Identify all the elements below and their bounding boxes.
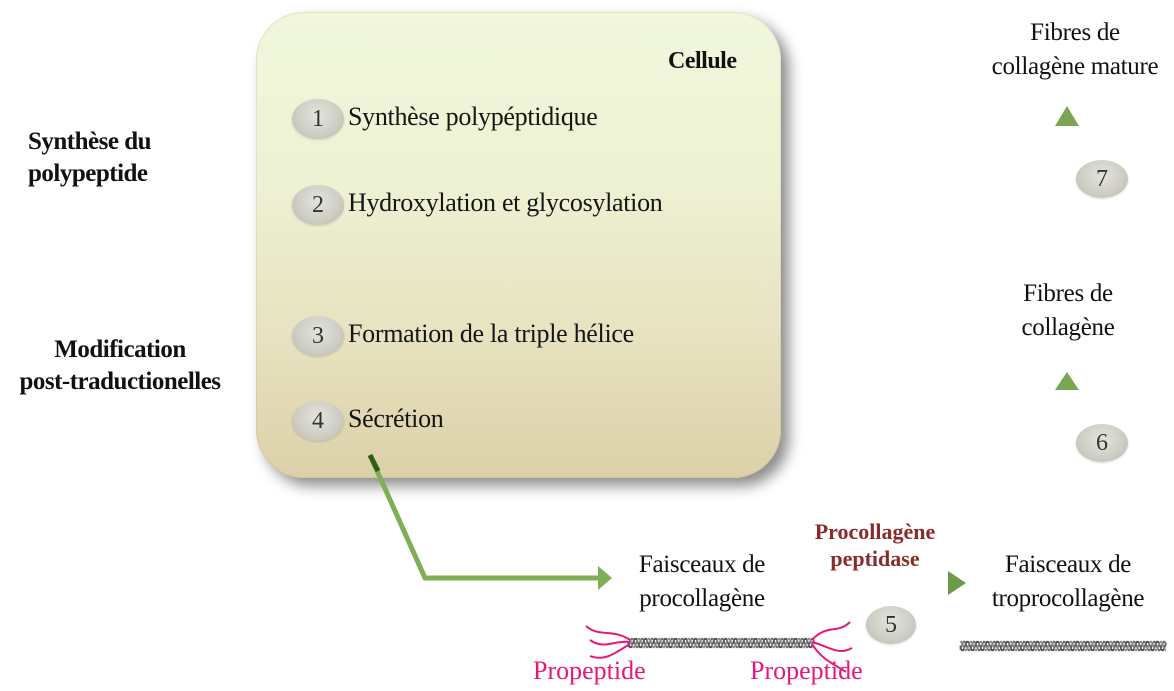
tropocollagen-label-line-2: troprocollagène xyxy=(991,585,1145,612)
step-2-text: Hydroxylation et glycosylation xyxy=(348,188,663,217)
step-1-text: Synthèse polypéptidique xyxy=(348,102,598,131)
procollagen-propeptide-right xyxy=(811,621,853,673)
mature-fibers-label-line-1: Fibres de xyxy=(1030,19,1120,46)
cell-box xyxy=(256,12,781,478)
procollagen-propeptide-left xyxy=(585,625,631,659)
enzyme-label-line-1: Procollagène xyxy=(814,519,936,544)
step-4-text: Sécrétion xyxy=(348,404,444,433)
cell-label: Cellule xyxy=(668,48,737,74)
procollagen-label-line-2: procollagène xyxy=(639,585,765,612)
modification-label-line-2: post-traductionelles xyxy=(19,368,221,395)
mature-fibers-label-line-2: collagène mature xyxy=(991,53,1159,80)
modification-label-line-1: Modification xyxy=(54,336,186,363)
tropocollagen-label: Faisceaux de troprocollagène xyxy=(976,548,1160,616)
step-7-badge: 7 xyxy=(1076,160,1128,198)
enzyme-label-line-2: peptidase xyxy=(830,546,920,571)
enzyme-label: Procollagène peptidase xyxy=(800,518,950,572)
step-6-badge: 6 xyxy=(1076,424,1128,462)
step-1-badge: 1 xyxy=(292,99,344,139)
procollagen-helix-strand xyxy=(627,637,815,649)
step-5-badge: 5 xyxy=(866,606,916,644)
fibers-label-line-2: collagène xyxy=(1021,314,1115,341)
peptidase-arrow xyxy=(778,571,966,595)
tropocollagen-helix-strand xyxy=(959,640,1167,652)
modification-label: Modification post-traductionelles xyxy=(14,334,226,398)
arrow-step-6 xyxy=(1055,372,1079,522)
propeptide-label-right: Propeptide xyxy=(750,656,863,685)
tropocollagen-helix-strand xyxy=(959,640,1167,652)
procollagen-label-line-1: Faisceaux de xyxy=(638,551,766,578)
procollagen-helix xyxy=(627,637,815,649)
step-4-badge: 4 xyxy=(292,401,344,441)
step-3-badge: 3 xyxy=(292,316,344,356)
step-2-badge: 2 xyxy=(292,185,344,225)
tropocollagen-helix xyxy=(959,640,1167,652)
fibers-label: Fibres de collagène xyxy=(990,277,1146,345)
mature-fibers-label: Fibres de collagène mature xyxy=(986,16,1164,84)
synthesis-label-line-2: polypeptide xyxy=(28,160,148,187)
procollagen-label: Faisceaux de procollagène xyxy=(612,548,792,616)
step-3-text: Formation de la triple hélice xyxy=(348,319,634,348)
secretion-arrow xyxy=(367,453,612,590)
arrow-step-7 xyxy=(1055,106,1079,262)
procollagen-helix-strand xyxy=(627,637,815,649)
synthesis-label-line-1: Synthèse du xyxy=(28,128,152,155)
propeptide-label-left: Propeptide xyxy=(533,656,646,685)
tropocollagen-label-line-1: Faisceaux de xyxy=(1004,551,1132,578)
fibers-label-line-1: Fibres de xyxy=(1023,280,1113,307)
synthesis-label: Synthèse du polypeptide xyxy=(28,126,152,190)
